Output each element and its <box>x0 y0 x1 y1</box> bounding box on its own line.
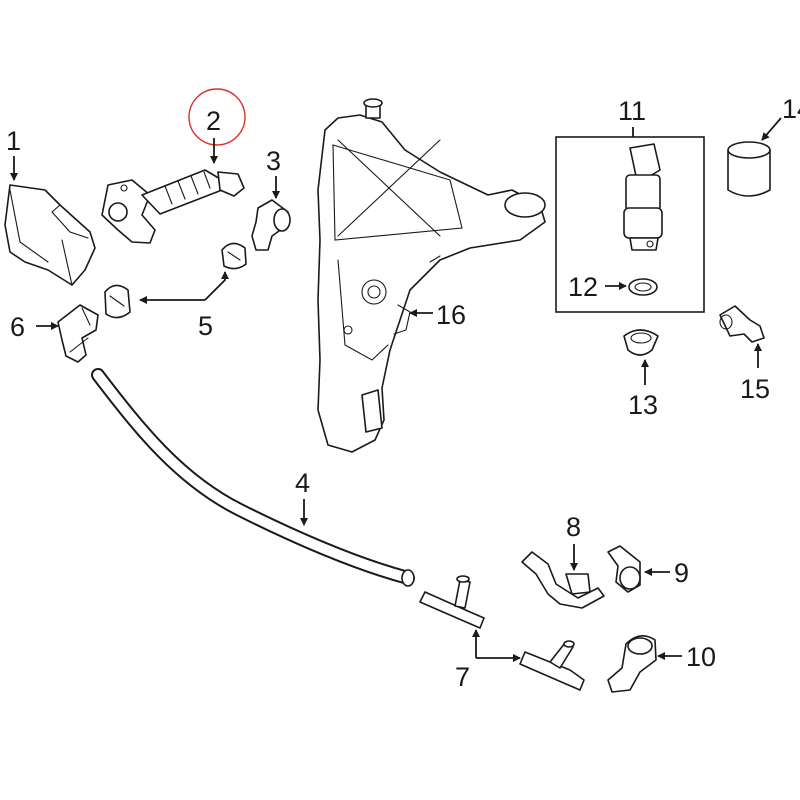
part-11-washer-pump <box>623 143 663 251</box>
leader-lines <box>10 117 782 662</box>
part-12-o-ring <box>628 278 658 296</box>
part-4-hose <box>91 368 415 587</box>
part-7-t-connectors <box>419 575 585 691</box>
callout-12: 12 <box>568 272 598 302</box>
pump-kit-box <box>555 136 705 313</box>
callout-6: 6 <box>10 312 25 342</box>
callout-4: 4 <box>295 468 310 498</box>
callout-8: 8 <box>566 512 581 542</box>
callout-1: 1 <box>6 126 21 156</box>
callout-9: 9 <box>674 558 689 588</box>
part-10-elbow <box>607 635 657 693</box>
part-8-bent-tube <box>521 551 605 609</box>
callout-15: 15 <box>740 374 770 404</box>
callout-13: 13 <box>628 390 658 420</box>
callout-10: 10 <box>686 642 716 672</box>
callout-14: 14 <box>782 94 800 124</box>
part-3-elbow-connector <box>251 199 291 251</box>
callout-labels: 1 2 3 4 5 6 7 8 9 10 11 12 13 14 15 16 <box>6 94 800 692</box>
callout-7: 7 <box>455 662 470 692</box>
part-1-washer-cover <box>4 184 96 286</box>
part-2-washer-nozzle <box>101 169 245 244</box>
part-6-elbow-connector <box>57 304 99 363</box>
part-13-grommet <box>623 329 659 356</box>
part-9-connector <box>607 545 641 593</box>
callout-2: 2 <box>206 106 221 136</box>
washer-fluid-reservoir <box>317 98 546 453</box>
callout-5: 5 <box>198 311 213 341</box>
part-5-hose-clamps <box>104 242 247 319</box>
callout-11: 11 <box>618 96 646 126</box>
callout-3: 3 <box>266 146 281 176</box>
highlight-circle <box>188 88 246 146</box>
part-14-sleeve <box>727 141 771 197</box>
callout-16: 16 <box>436 300 466 330</box>
part-15-connector <box>719 305 765 343</box>
